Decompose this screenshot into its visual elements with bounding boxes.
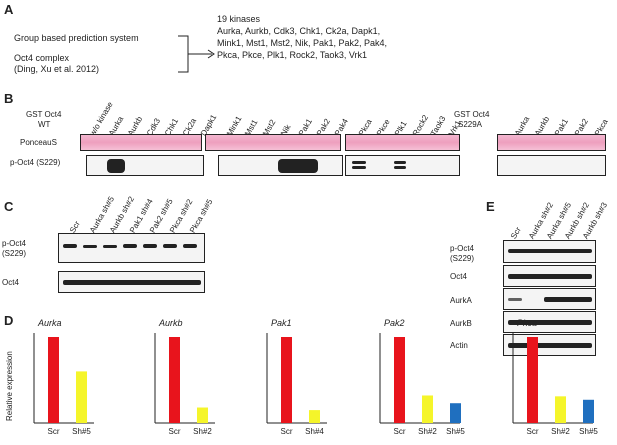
bar [555,396,566,423]
bar [394,337,405,423]
tick-label: Sh#5 [446,427,465,436]
tick-label: Sh#5 [579,427,598,436]
blot-band [352,161,366,164]
ponceau-row-label: PonceauS [20,138,57,147]
bar [583,399,594,423]
e-blot-p-oct4 [503,240,596,263]
p-oct4-blot-2 [218,155,343,176]
blot-band [183,244,197,248]
tick-label: Sh#2 [418,427,437,436]
gst-oct4-wt-sub: WT [38,120,51,129]
bar [48,337,59,423]
p-oct4-blot-1 [86,155,204,176]
tick-label: Sh#5 [72,427,91,436]
bar [309,410,320,423]
blot-band [508,298,522,301]
chart-title: Pak2 [384,318,405,328]
chart-title: Aurka [37,318,62,328]
e-row-actin: Actin [450,341,468,350]
e-row-aurkb: AurkB [450,319,472,328]
e-blot-actin [503,334,596,356]
p-oct4-blot-4 [497,155,606,176]
blot-band [508,320,592,325]
kinase-count-title: 19 kinases [217,14,261,24]
blot-band [508,249,592,253]
c-row-oct4: Oct4 [2,278,19,287]
bracket-arrow [178,35,215,73]
prediction-system-label: Group based prediction system [14,33,139,43]
blot-band [123,244,137,248]
blot-band [544,297,592,302]
ponceau-blot-1 [80,134,202,151]
c-row-p-oct4: p-Oct4 [2,239,27,248]
blot-band [143,244,157,248]
tick-label: Scr [394,427,406,436]
bar [76,371,87,423]
bar [169,337,180,423]
blot-band [63,244,77,248]
c-blot-oct4 [58,271,205,293]
e-row-oct4: Oct4 [450,272,467,281]
tick-label: Sh#2 [551,427,570,436]
gst-oct4-wt-label: GST Oct4 [26,110,62,119]
c-row-p-oct4-site: (S229) [2,249,27,258]
blot-band [352,166,366,169]
panel-label-e: E [486,199,495,214]
blot-band [508,343,592,348]
blot-band [163,244,177,248]
panel-label-a: A [4,2,14,17]
e-row-p-oct4: p-Oct4 [450,244,475,253]
e-blot-aurka [503,288,596,310]
p-oct4-row-label: p-Oct4 (S229) [10,158,61,167]
e-row-aurka: AurkA [450,296,472,305]
kinase-list-line-3: Pkca, Pkce, Plk1, Rock2, Taok3, Vrk1 [217,50,368,60]
panel-label-b: B [4,91,14,106]
gst-oct4-s229a-sub: S229A [458,120,483,129]
lane-label: Scr [509,225,523,241]
ponceau-blot-3 [345,134,460,151]
p-oct4-blot-3 [345,155,460,176]
chart-title: Pkca [517,318,537,328]
bar [197,407,208,423]
chart-title: Aurkb [158,318,183,328]
panel-label-d: D [4,313,14,328]
tick-label: Scr [169,427,181,436]
e-row-p-oct4-site: (S229) [450,254,475,263]
ponceau-blot-2 [205,134,341,151]
tick-label: Sh#4 [305,427,324,436]
e-blot-aurkb [503,311,596,333]
oct4-complex-label: Oct4 complex [14,53,70,63]
blot-band [394,161,406,164]
bar [422,395,433,423]
c-blot-p-oct4 [58,233,205,263]
panel-label-c: C [4,199,14,214]
citation-label: (Ding, Xu et al. 2012) [14,64,100,74]
bar [450,403,461,423]
bar [281,337,292,423]
e-blot-oct4 [503,265,596,287]
blot-band [107,159,125,173]
y-axis-label: Relative expression [5,351,14,421]
chart-title: Pak1 [271,318,292,328]
blot-band [83,245,97,248]
tick-label: Scr [48,427,60,436]
tick-label: Scr [527,427,539,436]
kinase-list-line-1: Aurka, Aurkb, Cdk3, Chk1, Ck2a, Dapk1, [217,26,381,36]
tick-label: Sh#2 [193,427,212,436]
blot-band [278,159,318,173]
gst-oct4-s229a-label: GST Oct4 [454,110,490,119]
tick-label: Scr [281,427,293,436]
kinase-list-line-2: Mink1, Mst1, Mst2, Nik, Pak1, Pak2, Pak4… [217,38,388,48]
bar [527,337,538,423]
blot-band [508,274,592,279]
blot-band [394,166,406,169]
blot-band [63,280,201,285]
ponceau-blot-4 [497,134,606,151]
blot-band [103,245,117,248]
